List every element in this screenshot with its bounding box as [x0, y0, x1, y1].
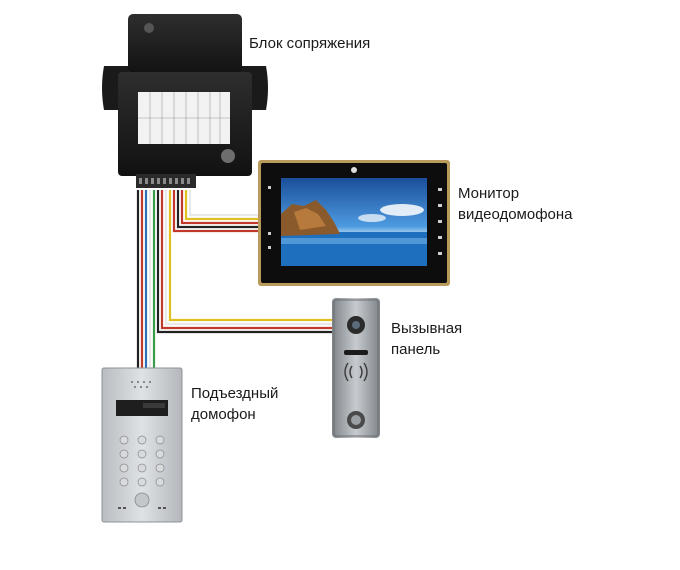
- monitor-label-line1: Монитор: [458, 185, 520, 202]
- screw-icon: [144, 23, 154, 33]
- screw-icon: [221, 149, 235, 163]
- wires-to-entrance-intercom: [136, 190, 156, 368]
- monitor-button: [438, 252, 442, 255]
- video-intercom-monitor: [258, 160, 450, 286]
- monitor-button: [438, 204, 442, 207]
- wires-to-call-panel: [156, 190, 335, 334]
- interface-block-label: Блок сопряжения: [249, 35, 371, 52]
- call-panel-label-line2: панель: [391, 341, 441, 358]
- monitor-button: [438, 220, 442, 223]
- speaker-slot: [344, 350, 368, 355]
- call-button-icon: [134, 492, 150, 508]
- call-panel-label-line1: Вызывная: [391, 320, 463, 337]
- camera-icon: [351, 167, 357, 173]
- monitor-button: [438, 236, 442, 239]
- rfid-icon: [344, 362, 368, 382]
- interface-block: [102, 14, 268, 188]
- speaker-grille: [131, 381, 151, 388]
- entrance-intercom-panel: [101, 367, 183, 523]
- call-panel: [332, 298, 380, 438]
- keypad: [119, 435, 165, 487]
- entrance-intercom-label-line2: домофон: [191, 406, 256, 423]
- monitor-button: [438, 188, 442, 191]
- entrance-intercom-label-line1: Подъездный: [191, 385, 279, 402]
- monitor-label-line2: видеодомофона: [458, 206, 573, 223]
- wires-to-monitor: [172, 190, 262, 233]
